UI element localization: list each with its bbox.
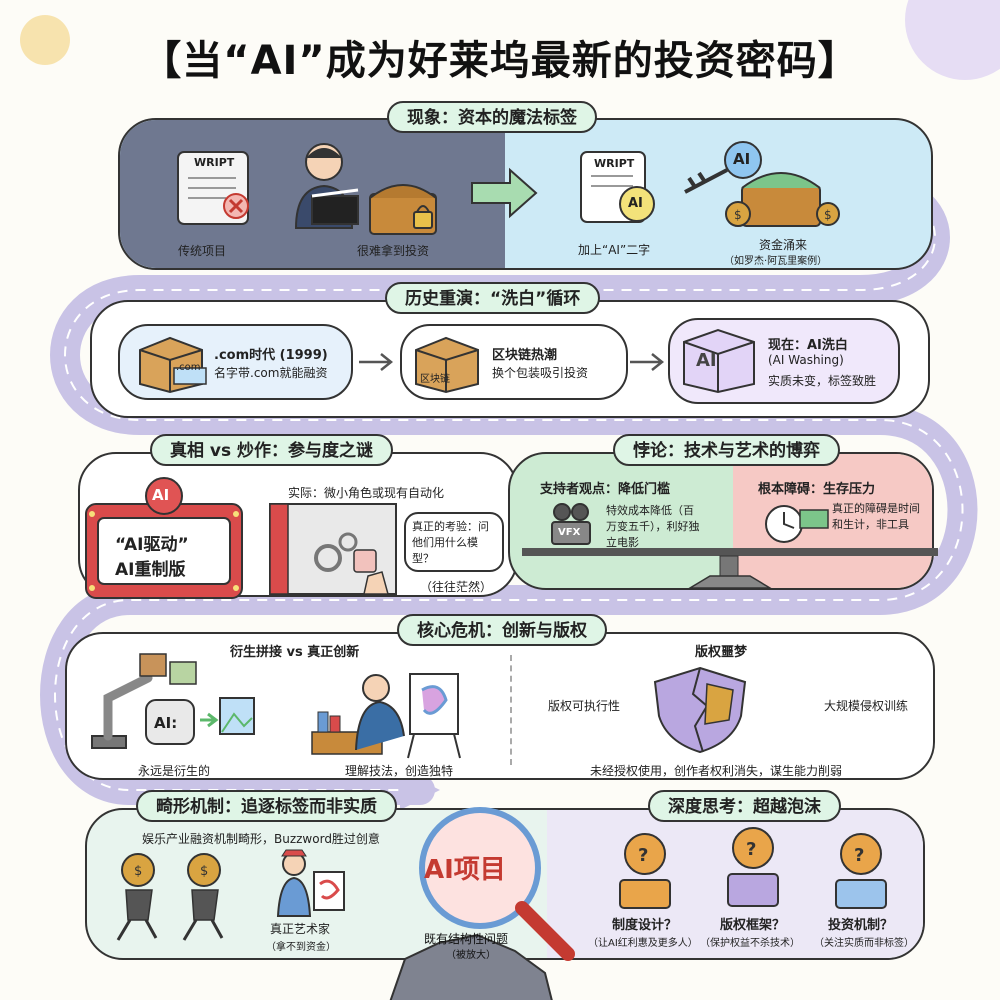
rock-sub: （被放大） xyxy=(446,950,496,961)
copyright-title: 版权噩梦 xyxy=(695,645,748,660)
barrier-title: 根本障碍：生存压力 xyxy=(758,482,876,497)
script-word: WRIPT xyxy=(194,156,235,169)
marquee-ai-badge: AI xyxy=(152,486,170,504)
ai-washing-box-icon xyxy=(683,328,755,394)
svg-text:?: ? xyxy=(746,839,756,860)
question-pedestal-icon-3: ? xyxy=(835,833,887,909)
balance-scale xyxy=(522,548,938,589)
derivative-title: 衍生拼接 vs 真正创新 xyxy=(230,645,360,660)
vfx-camera-icon xyxy=(551,503,591,545)
real-artist-label: 真正艺术家 xyxy=(270,922,331,936)
section-core-crisis xyxy=(65,632,935,780)
ai-washing-title: 现在：AI洗白 xyxy=(768,338,848,353)
money-flows-label: 资金涌来 xyxy=(759,238,808,252)
crisis-divider xyxy=(510,655,512,765)
ai-key-icon xyxy=(684,141,762,194)
svg-text:$: $ xyxy=(134,864,142,879)
transform-arrow-icon xyxy=(471,167,538,219)
derivative-caption: 永远是衍生的 xyxy=(138,764,211,778)
rock-label: 既有结构性问题 xyxy=(424,932,509,946)
money-flows-sub: （如罗杰·阿瓦里案例） xyxy=(724,256,828,267)
barrier-desc: 真正的障碍是时间和生计，非工具 xyxy=(832,502,920,531)
ai-washing-box-tag: AI xyxy=(696,350,717,371)
worried-producer-icon xyxy=(294,143,359,229)
marquee-line-2: AI重制版 xyxy=(115,560,186,580)
ai-washing-sub: (AI Washing) xyxy=(768,353,844,367)
copyright-framework-title: 版权框架？ xyxy=(720,918,786,933)
section-deep-thinking-heading: 深度思考：超越泡沫 xyxy=(648,790,841,822)
script-document-icon xyxy=(177,151,249,225)
institution-design-title: 制度设计？ xyxy=(612,918,678,933)
dotcom-box-tag: .com xyxy=(176,362,201,373)
road-arrowhead xyxy=(400,770,440,810)
real-artist-sub: （拿不到资金） xyxy=(266,942,336,953)
section-distorted-mechanism-heading: 畸形机制：追逐标签而非实质 xyxy=(136,790,397,822)
question-pedestal-icon-2: ? xyxy=(727,827,779,907)
svg-text:?: ? xyxy=(638,845,648,866)
svg-text:$: $ xyxy=(824,208,832,222)
ai-script-document-icon xyxy=(580,151,655,223)
robot-ai-label: AI: xyxy=(154,714,178,732)
shield-right-label: 大规模侵权训练 xyxy=(824,699,909,713)
automation-screen-icon xyxy=(269,503,397,595)
magnifier-icon xyxy=(419,807,575,961)
hard-to-fund-label: 很难拿到投资 xyxy=(357,244,430,258)
question-bubble xyxy=(404,512,504,572)
blockchain-box-icon xyxy=(415,336,479,394)
traditional-project-label: 传统项目 xyxy=(178,244,227,258)
section-phenomenon-heading: 现象：资本的魔法标签 xyxy=(387,101,597,133)
clock-money-icon xyxy=(765,505,829,543)
copyright-caption: 未经授权使用，创作者权利消失，谋生能力削弱 xyxy=(590,764,843,778)
reality-label: 实际：微小角色或现有自动化 xyxy=(288,486,445,500)
supporter-desc: 特效成本降低（百万变五千），利好独立电影 xyxy=(606,504,700,549)
shield-left-label: 版权可执行性 xyxy=(548,699,621,713)
investment-mechanism-title: 投资机制？ xyxy=(828,918,894,933)
supporter-title: 支持者观点：降低门槛 xyxy=(540,482,671,497)
history-arrow-icon xyxy=(359,353,394,371)
corner-circle-decoration xyxy=(20,15,70,65)
copyright-framework-sub: （保护权益不杀技术） xyxy=(700,938,800,949)
institution-design-sub: （让AI红利惠及更多人） xyxy=(588,938,698,949)
dotcom-era-desc: 名字带.com就能融资 xyxy=(214,366,328,380)
innovation-caption: 理解技法，创造独特 xyxy=(345,764,454,778)
svg-text:$: $ xyxy=(734,208,742,222)
blockchain-desc: 换个包装吸引投资 xyxy=(492,366,589,380)
dotcom-era-title: .com时代 (1999) xyxy=(214,348,328,363)
money-bag-runners-icon: $ $ xyxy=(116,853,224,941)
question-bubble-note: （往往茫然） xyxy=(420,580,493,594)
section-core-crisis-heading: 核心危机：创新与版权 xyxy=(397,614,607,646)
ai-script-word: WRIPT xyxy=(594,157,635,170)
section-truth-hype-heading: 真相 vs 炒作：参与度之谜 xyxy=(150,434,394,466)
blockchain-box-tag: 区块链 xyxy=(420,374,450,385)
ai-washing-desc: 实质未变，标签致胜 xyxy=(768,374,877,388)
painter-icon xyxy=(311,673,461,759)
section-paradox-heading: 悖论：技术与艺术的博弈 xyxy=(613,434,840,466)
section-history-heading: 历史重演：“洗白”循环 xyxy=(385,282,601,314)
robot-arm-icon xyxy=(91,653,255,749)
question-bubble-text: 真正的考验：问他们用什么模型？ xyxy=(412,520,489,565)
svg-text:$: $ xyxy=(200,864,208,879)
distorted-mechanism-desc: 娱乐产业融资机制畸形，Buzzword胜过创意 xyxy=(142,832,380,846)
treasure-chest-icon: $ $ xyxy=(725,172,840,227)
investment-mechanism-sub: （关注实质而非标签） xyxy=(814,938,914,949)
add-ai-label: 加上“AI”二字 xyxy=(578,243,651,257)
marquee-sign xyxy=(85,477,243,599)
ai-project-label: AI项目 xyxy=(424,855,506,885)
blockchain-title: 区块链热潮 xyxy=(492,348,558,363)
key-ai-badge: AI xyxy=(733,150,751,168)
cracked-shield-icon xyxy=(653,666,747,754)
page-title: 【当“AI”成为好莱坞最新的投资密码】 xyxy=(141,38,859,84)
marquee-line-1: “AI驱动” xyxy=(115,535,189,555)
svg-text:?: ? xyxy=(854,845,864,866)
ai-seal-badge: AI xyxy=(628,196,643,211)
dotcom-box-icon xyxy=(139,336,207,394)
street-artist-icon xyxy=(276,849,345,917)
question-pedestal-icon-1: ? xyxy=(619,833,671,909)
vfx-label: VFX xyxy=(558,527,581,538)
history-arrow-icon-2 xyxy=(630,353,665,371)
locked-chest-icon xyxy=(369,184,437,235)
